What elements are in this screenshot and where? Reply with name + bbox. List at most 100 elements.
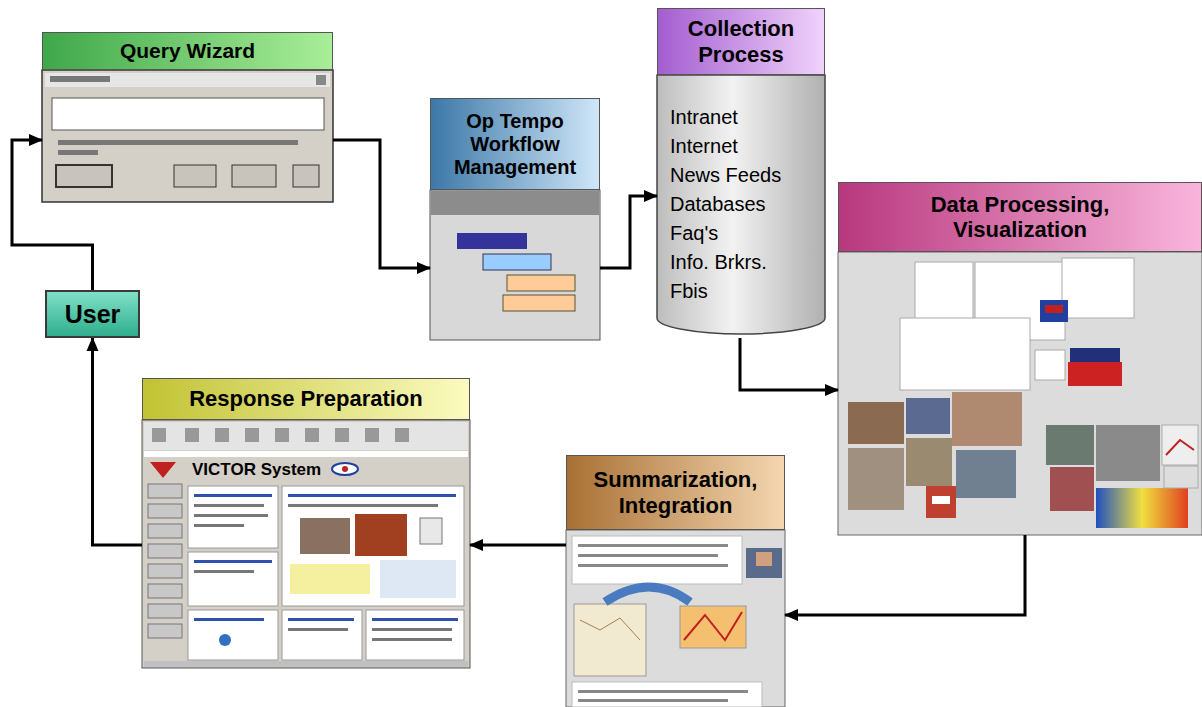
node-heading: User bbox=[65, 300, 121, 329]
victor-screenshot-part bbox=[148, 484, 182, 498]
user-box: User bbox=[45, 290, 140, 338]
data-collage-part bbox=[952, 392, 1022, 446]
data-collage-part bbox=[1070, 348, 1120, 364]
summary-collage bbox=[566, 530, 785, 707]
victor-screenshot-part bbox=[355, 514, 407, 556]
summary-collage-part bbox=[578, 699, 728, 702]
victor-screenshot-part bbox=[366, 610, 464, 660]
summary-collage-part bbox=[605, 587, 690, 602]
node-body: IntranetInternetNews FeedsDatabasesFaq's… bbox=[670, 103, 781, 306]
data-collage-part bbox=[906, 438, 952, 486]
victor-screenshot-part bbox=[395, 428, 409, 442]
data-collage-part bbox=[1162, 425, 1198, 465]
query-dialog bbox=[42, 70, 333, 202]
header-band: Op Tempo Workflow Management bbox=[430, 98, 600, 190]
list-item: News Feeds bbox=[670, 161, 781, 190]
summary-collage-part bbox=[574, 604, 646, 676]
victor-screenshot-part bbox=[150, 462, 176, 478]
node-heading: Query Wizard bbox=[120, 39, 255, 63]
node-heading: Collection Process bbox=[664, 16, 818, 67]
query-dialog-part bbox=[56, 165, 112, 187]
flow-arrow bbox=[785, 535, 1025, 615]
victor-screenshot-part bbox=[332, 463, 358, 475]
data-collage-part bbox=[1166, 440, 1194, 455]
header-band: User bbox=[45, 290, 140, 338]
victor-screenshot-part bbox=[194, 514, 268, 517]
victor-screenshot-part bbox=[335, 428, 349, 442]
summary-collage-part bbox=[578, 554, 718, 557]
list-item: Databases bbox=[670, 190, 781, 219]
victor-screenshot-part bbox=[144, 661, 468, 667]
data-collage-part bbox=[848, 448, 904, 510]
header-band: Response Preparation bbox=[142, 378, 470, 420]
data-collage-part bbox=[1096, 425, 1160, 481]
summary-collage-part bbox=[746, 548, 782, 578]
victor-screenshot-part bbox=[188, 552, 278, 606]
summary-collage-part bbox=[572, 536, 742, 584]
victor-screenshot-part bbox=[380, 560, 456, 598]
victor-screenshot-part bbox=[372, 638, 452, 641]
data-collage-part bbox=[915, 262, 973, 324]
data-collage-part bbox=[1046, 425, 1094, 465]
flow-arrow bbox=[12, 140, 93, 290]
gantt-chart-part bbox=[457, 233, 527, 249]
query-dialog-part bbox=[45, 73, 330, 87]
header-band: Summarization, Integration bbox=[566, 455, 785, 530]
gantt-chart-part bbox=[483, 254, 551, 270]
gantt-chart-part bbox=[507, 275, 575, 291]
victor-screenshot-part bbox=[288, 494, 456, 497]
victor-screenshot-part bbox=[188, 486, 278, 548]
summary-collage-part bbox=[572, 682, 762, 707]
victor-screenshot-part bbox=[288, 504, 438, 507]
victor-screenshot-part bbox=[148, 564, 182, 578]
query-dialog-part bbox=[174, 165, 216, 187]
victor-screenshot-part bbox=[152, 428, 166, 442]
victor-screenshot-part bbox=[282, 610, 362, 660]
victor-screenshot-part bbox=[245, 428, 259, 442]
list-item: VICTOR System bbox=[192, 460, 321, 480]
victor-screenshot-part bbox=[148, 504, 182, 518]
node-body: VICTOR System bbox=[192, 460, 321, 480]
list-item: Intranet bbox=[670, 103, 781, 132]
node-heading: Data Processing, Visualization bbox=[905, 192, 1135, 243]
victor-screenshot-part bbox=[420, 518, 442, 544]
victor-screenshot-part bbox=[300, 518, 350, 554]
data-collage-part bbox=[1068, 362, 1122, 386]
victor-screenshot-part bbox=[148, 624, 182, 638]
flow-arrow bbox=[600, 196, 657, 268]
victor-screenshot-part bbox=[275, 428, 289, 442]
collection-cylinder: Collection ProcessIntranetInternetNews F… bbox=[657, 8, 825, 338]
query-dialog-part bbox=[316, 75, 326, 85]
gantt-chart-part bbox=[503, 295, 575, 311]
list-item: Info. Brkrs. bbox=[670, 248, 781, 277]
summary-collage-part bbox=[580, 618, 640, 640]
header-band: Collection Process bbox=[657, 8, 825, 75]
victor-screenshot-part bbox=[288, 618, 354, 621]
node-heading: Response Preparation bbox=[189, 386, 423, 411]
data-collage-part bbox=[1096, 488, 1188, 528]
flow-arrow bbox=[333, 140, 430, 268]
victor-screenshot bbox=[142, 420, 470, 668]
data-collage-part bbox=[956, 450, 1016, 498]
workflow-box: Op Tempo Workflow Management bbox=[430, 98, 600, 340]
database-cylinder-part bbox=[657, 75, 825, 334]
data-collage-part bbox=[848, 402, 904, 444]
header-band: Query Wizard bbox=[42, 32, 333, 70]
query-dialog-part bbox=[58, 150, 98, 155]
victor-screenshot-part bbox=[194, 618, 264, 621]
data-collage-part bbox=[838, 252, 1202, 535]
data-collage bbox=[838, 252, 1202, 535]
data-collage-part bbox=[1050, 467, 1094, 511]
victor-screenshot-part bbox=[365, 428, 379, 442]
victor-screenshot-part bbox=[144, 451, 468, 457]
data-collage-part bbox=[926, 486, 956, 518]
summary-collage-part bbox=[578, 564, 728, 567]
victor-screenshot-part bbox=[194, 524, 244, 527]
summarization-box: Summarization, Integration bbox=[566, 455, 785, 707]
victor-screenshot-part bbox=[194, 560, 272, 563]
gantt-chart-part bbox=[430, 190, 600, 340]
victor-screenshot-part bbox=[219, 634, 231, 646]
victor-screenshot-part bbox=[290, 564, 370, 594]
